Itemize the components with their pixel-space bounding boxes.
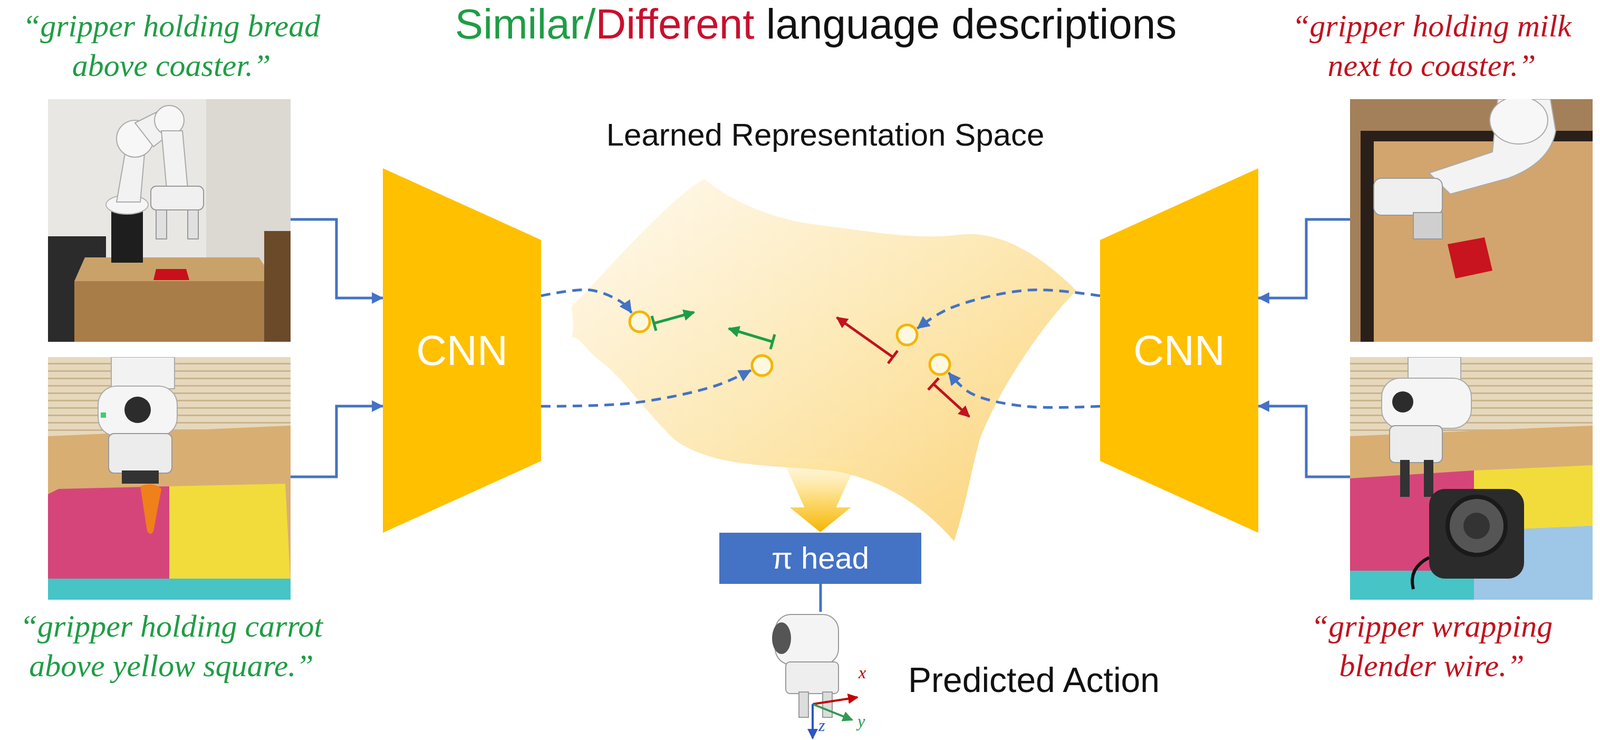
different-caption: “gripper wrapping blender wire.” [1268, 606, 1596, 686]
gripper-icon [772, 622, 792, 654]
head-label: π head [771, 540, 870, 576]
axis-arrow [812, 697, 858, 739]
different-caption: “gripper holding milk next to coaster.” [1268, 6, 1596, 86]
output-label: Predicted Action [908, 660, 1160, 701]
trapezoid-body [1100, 168, 1259, 533]
representation-manifold: Learned Representation Space [564, 113, 1087, 528]
label-holder: “gripper holding milk next to coaster.” [1268, 6, 1596, 86]
real-scene-photo [47, 578, 291, 600]
sim-scene-photo [161, 130, 188, 189]
axis-label: y [857, 711, 865, 731]
real-scene-photo [140, 484, 162, 534]
real-scene-photo [108, 433, 172, 474]
title-word: language descriptions [766, 0, 1177, 49]
encoder-label: CNN [1133, 326, 1225, 375]
gripper-icon [798, 691, 809, 718]
manifold-surface [571, 178, 1077, 542]
label-holder: “gripper wrapping blender wire.” [1268, 606, 1596, 686]
sim-scene-photo [47, 99, 291, 342]
title-word: Different [595, 0, 755, 49]
real-scene-photo [1392, 391, 1414, 413]
real-scene-photo [1400, 459, 1410, 497]
sim-scene-photo [74, 281, 275, 342]
real-scene-photo [1381, 378, 1472, 429]
real-scene-photo [1429, 488, 1525, 579]
image-feed-line [1258, 406, 1351, 477]
real-scene-photo [98, 386, 178, 437]
axis-arrow [812, 697, 858, 705]
image-feed-line [819, 583, 823, 612]
sim-scene-photo [47, 99, 291, 342]
policy-head: π head [719, 532, 922, 584]
gripper-icon [785, 661, 839, 694]
image-feed-line [290, 406, 383, 477]
real-scene-photo [1463, 512, 1490, 539]
label-holder: “gripper holding bread above coaster.” [2, 6, 341, 86]
real-scene-photo [111, 357, 175, 389]
label-holder: “gripper holding carrot above yellow squ… [2, 606, 341, 686]
real-scene-photo [47, 425, 291, 600]
similar-caption: “gripper holding carrot above yellow squ… [2, 606, 341, 686]
axis-label: x [858, 663, 866, 682]
label-holder: z [818, 716, 825, 735]
real-scene-photo [121, 470, 159, 484]
real-scene-photo [1423, 459, 1434, 497]
sim-scene-photo [153, 268, 190, 281]
real-scene-photo [1350, 425, 1593, 600]
sim-scene-photo [264, 230, 291, 342]
label-holder: Predicted Action [908, 660, 1160, 701]
similar-caption: “gripper holding bread above coaster.” [2, 6, 341, 86]
sim-scene-photo [1350, 99, 1593, 342]
gripper-icon [822, 691, 833, 718]
trapezoid-body [382, 168, 542, 533]
cnn-encoder: CNN [382, 168, 542, 533]
title-word: Similar/ [455, 0, 596, 49]
real-scene-photo [1447, 496, 1506, 555]
real-scene-photo [1350, 357, 1593, 600]
real-scene-photo [169, 483, 291, 584]
real-scene-photo [1350, 357, 1593, 600]
real-scene-photo [1412, 557, 1430, 590]
real-scene-photo [47, 357, 291, 600]
real-scene-photo [124, 396, 151, 423]
cnn-encoder: CNN [1100, 168, 1259, 533]
real-scene-photo [47, 357, 291, 600]
space-heading: Learned Representation Space [564, 113, 1087, 153]
sim-scene-photo [1350, 99, 1593, 342]
sim-scene-photo [1413, 212, 1443, 239]
real-scene-photo [100, 412, 106, 418]
image-feed-line [1258, 219, 1351, 298]
sim-scene-photo [187, 209, 199, 239]
sim-scene-photo [150, 186, 204, 210]
sim-scene-photo [1447, 237, 1493, 279]
axis-label: z [818, 716, 825, 735]
sim-scene-photo [74, 257, 275, 282]
label-holder: x [858, 663, 866, 682]
sim-scene-photo [1489, 99, 1548, 144]
real-scene-photo [1389, 425, 1443, 463]
sim-scene-photo [1373, 178, 1443, 216]
image-feed-line [290, 219, 383, 298]
label-holder: y [857, 711, 865, 731]
sim-scene-photo [156, 209, 167, 239]
manifold-shape [564, 113, 1087, 528]
axis-arrow [811, 704, 814, 739]
encoder-label: CNN [416, 326, 508, 375]
